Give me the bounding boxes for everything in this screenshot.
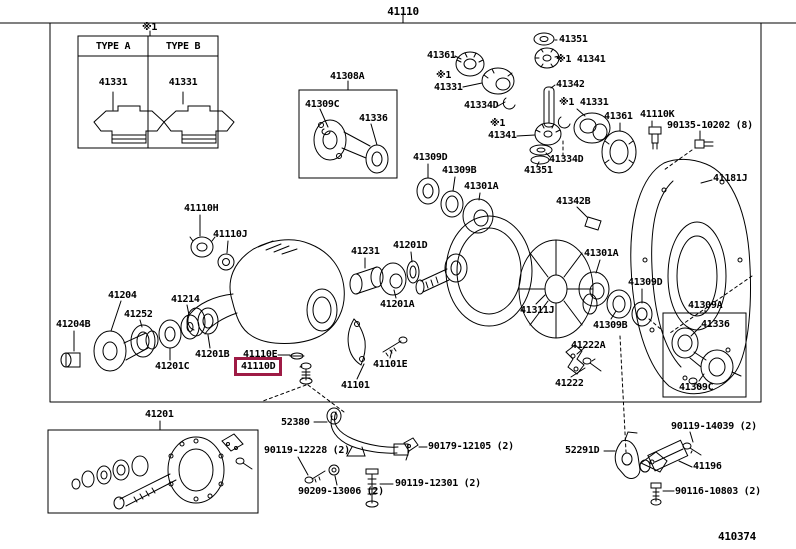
part-label[interactable]: 41110H [184, 203, 219, 214]
part-label[interactable]: 41309C [679, 382, 714, 393]
part-label[interactable]: 41309C [305, 99, 340, 110]
part-label[interactable]: 41204B [56, 319, 91, 330]
part-label[interactable]: 41214 [171, 294, 200, 305]
part-label[interactable]: 90119-12301 (2) [395, 478, 481, 489]
part-label[interactable]: 41342B [556, 196, 591, 207]
carrier-housing [187, 215, 344, 344]
part-label[interactable]: 41101E [373, 359, 408, 370]
part-label[interactable]: 41331 [168, 77, 198, 88]
side-flange-box-41309A [663, 310, 746, 397]
figure-number: 410374 [718, 530, 756, 543]
part-label[interactable]: 41231 [351, 246, 380, 257]
part-label[interactable]: 41222 [555, 378, 584, 389]
part-label[interactable]: ※1 41341 [556, 54, 606, 65]
part-label[interactable]: 41336 [701, 319, 730, 330]
flange-box-41308A [299, 81, 397, 178]
part-label[interactable]: 41331 [98, 77, 128, 88]
part-label[interactable]: 90209-13006 (2) [298, 486, 384, 497]
bearing-row-right [579, 260, 752, 333]
retainer-strap-41101 [348, 319, 407, 379]
part-label[interactable]: ※1 [490, 118, 506, 129]
mount-drawing-type-b [164, 92, 234, 143]
part-label[interactable]: 52380 [281, 417, 310, 428]
mount-drawing-type-a [94, 92, 164, 143]
part-label[interactable]: 41101 [341, 380, 370, 391]
part-label[interactable]: 41301A [584, 248, 619, 259]
part-label[interactable]: 90135-10202 (8) [667, 120, 753, 131]
type-a-header: TYPE A [95, 41, 131, 52]
part-label[interactable]: 41334D [549, 154, 584, 165]
part-label[interactable]: 41334D [464, 100, 499, 111]
part-label[interactable]: 41336 [359, 113, 388, 124]
part-label[interactable]: 41341 [488, 130, 517, 141]
part-label-highlighted[interactable]: 41110D [234, 357, 283, 376]
part-label[interactable]: 41309B [593, 320, 628, 331]
part-label[interactable]: 41309D [628, 277, 663, 288]
side-cover-41181J [602, 121, 750, 394]
part-label[interactable]: 41311J [520, 305, 555, 316]
part-label[interactable]: 90179-12105 (2) [428, 441, 514, 452]
part-label[interactable]: 41252 [124, 309, 153, 320]
assembly-number-title: 41110 [387, 5, 419, 18]
plug-and-bolt [263, 353, 344, 412]
part-label[interactable]: 41308A [330, 71, 365, 82]
part-label[interactable]: 41351 [559, 34, 588, 45]
diff-case-assembly [446, 207, 601, 338]
part-label[interactable]: 41361 [604, 111, 633, 122]
part-label[interactable]: ※1 41331 [559, 97, 609, 108]
part-label[interactable]: 41201 [145, 409, 174, 420]
part-label[interactable]: 41342 [556, 79, 585, 90]
part-label[interactable]: 90119-12228 (2) [264, 445, 350, 456]
part-label[interactable]: 41204 [108, 290, 137, 301]
part-label[interactable]: 41201A [380, 299, 415, 310]
bearing-row-left [417, 164, 493, 233]
drive-pinion-rear [350, 252, 467, 298]
type-b-header: TYPE B [165, 41, 201, 52]
final-drive-box-41201 [48, 421, 258, 513]
part-label[interactable]: 41201B [195, 349, 230, 360]
part-label[interactable]: 41196 [693, 461, 722, 472]
part-label[interactable]: 41110E [243, 349, 278, 360]
part-label[interactable]: 41309D [413, 152, 448, 163]
type-table-box [78, 31, 218, 148]
part-label[interactable]: ※1 [436, 70, 452, 81]
part-label[interactable]: 41201D [393, 240, 428, 251]
damper-and-bracket [604, 432, 701, 505]
part-label[interactable]: 41301A [464, 181, 499, 192]
part-label[interactable]: 41181J [713, 173, 748, 184]
pinion-shaft-parts-left [61, 301, 218, 371]
support-arm-52380 [298, 408, 427, 507]
bracket-41222 [566, 336, 626, 452]
part-label[interactable]: 90116-10803 (2) [675, 486, 761, 497]
part-label[interactable]: 41309B [442, 165, 477, 176]
part-label[interactable]: 41331 [434, 82, 463, 93]
part-label[interactable]: 41309A [688, 300, 723, 311]
part-label[interactable]: 41201C [155, 361, 190, 372]
part-label[interactable]: 41361 [427, 50, 456, 61]
note-symbol: ※1 [142, 22, 158, 33]
differential-gear-kit [455, 33, 610, 166]
part-label[interactable]: 41351 [524, 165, 553, 176]
part-label[interactable]: 41110J [213, 229, 248, 240]
part-label[interactable]: 52291D [565, 445, 600, 456]
frame-lines [0, 14, 796, 402]
part-label[interactable]: 90119-14039 (2) [671, 421, 757, 432]
part-label[interactable]: 41110K [640, 109, 675, 120]
part-label[interactable]: 41222A [571, 340, 606, 351]
